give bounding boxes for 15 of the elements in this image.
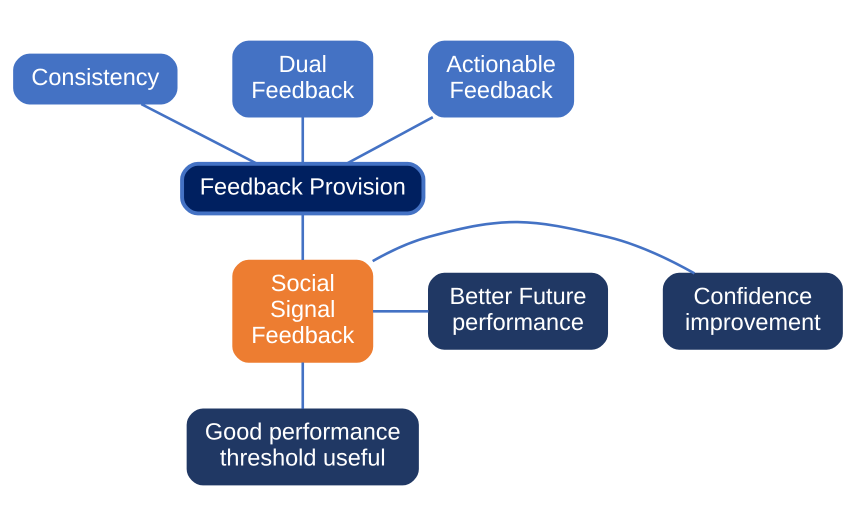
node-box: Consistency bbox=[13, 54, 178, 104]
node-box: Actionable Feedback bbox=[428, 40, 574, 118]
node-box: Feedback Provision bbox=[180, 162, 426, 216]
node-box: Confidence improvement bbox=[662, 272, 843, 350]
connector bbox=[372, 310, 428, 313]
connector bbox=[346, 116, 434, 165]
connector bbox=[372, 220, 696, 275]
connector bbox=[301, 117, 304, 164]
node-box: Better Future performance bbox=[428, 272, 608, 350]
connector bbox=[301, 214, 304, 260]
node-box: Dual Feedback bbox=[232, 40, 374, 118]
node-box: Social Signal Feedback bbox=[232, 260, 374, 363]
connector bbox=[140, 102, 258, 165]
node-box: Good performance threshold useful bbox=[186, 408, 419, 486]
connector bbox=[301, 362, 304, 409]
